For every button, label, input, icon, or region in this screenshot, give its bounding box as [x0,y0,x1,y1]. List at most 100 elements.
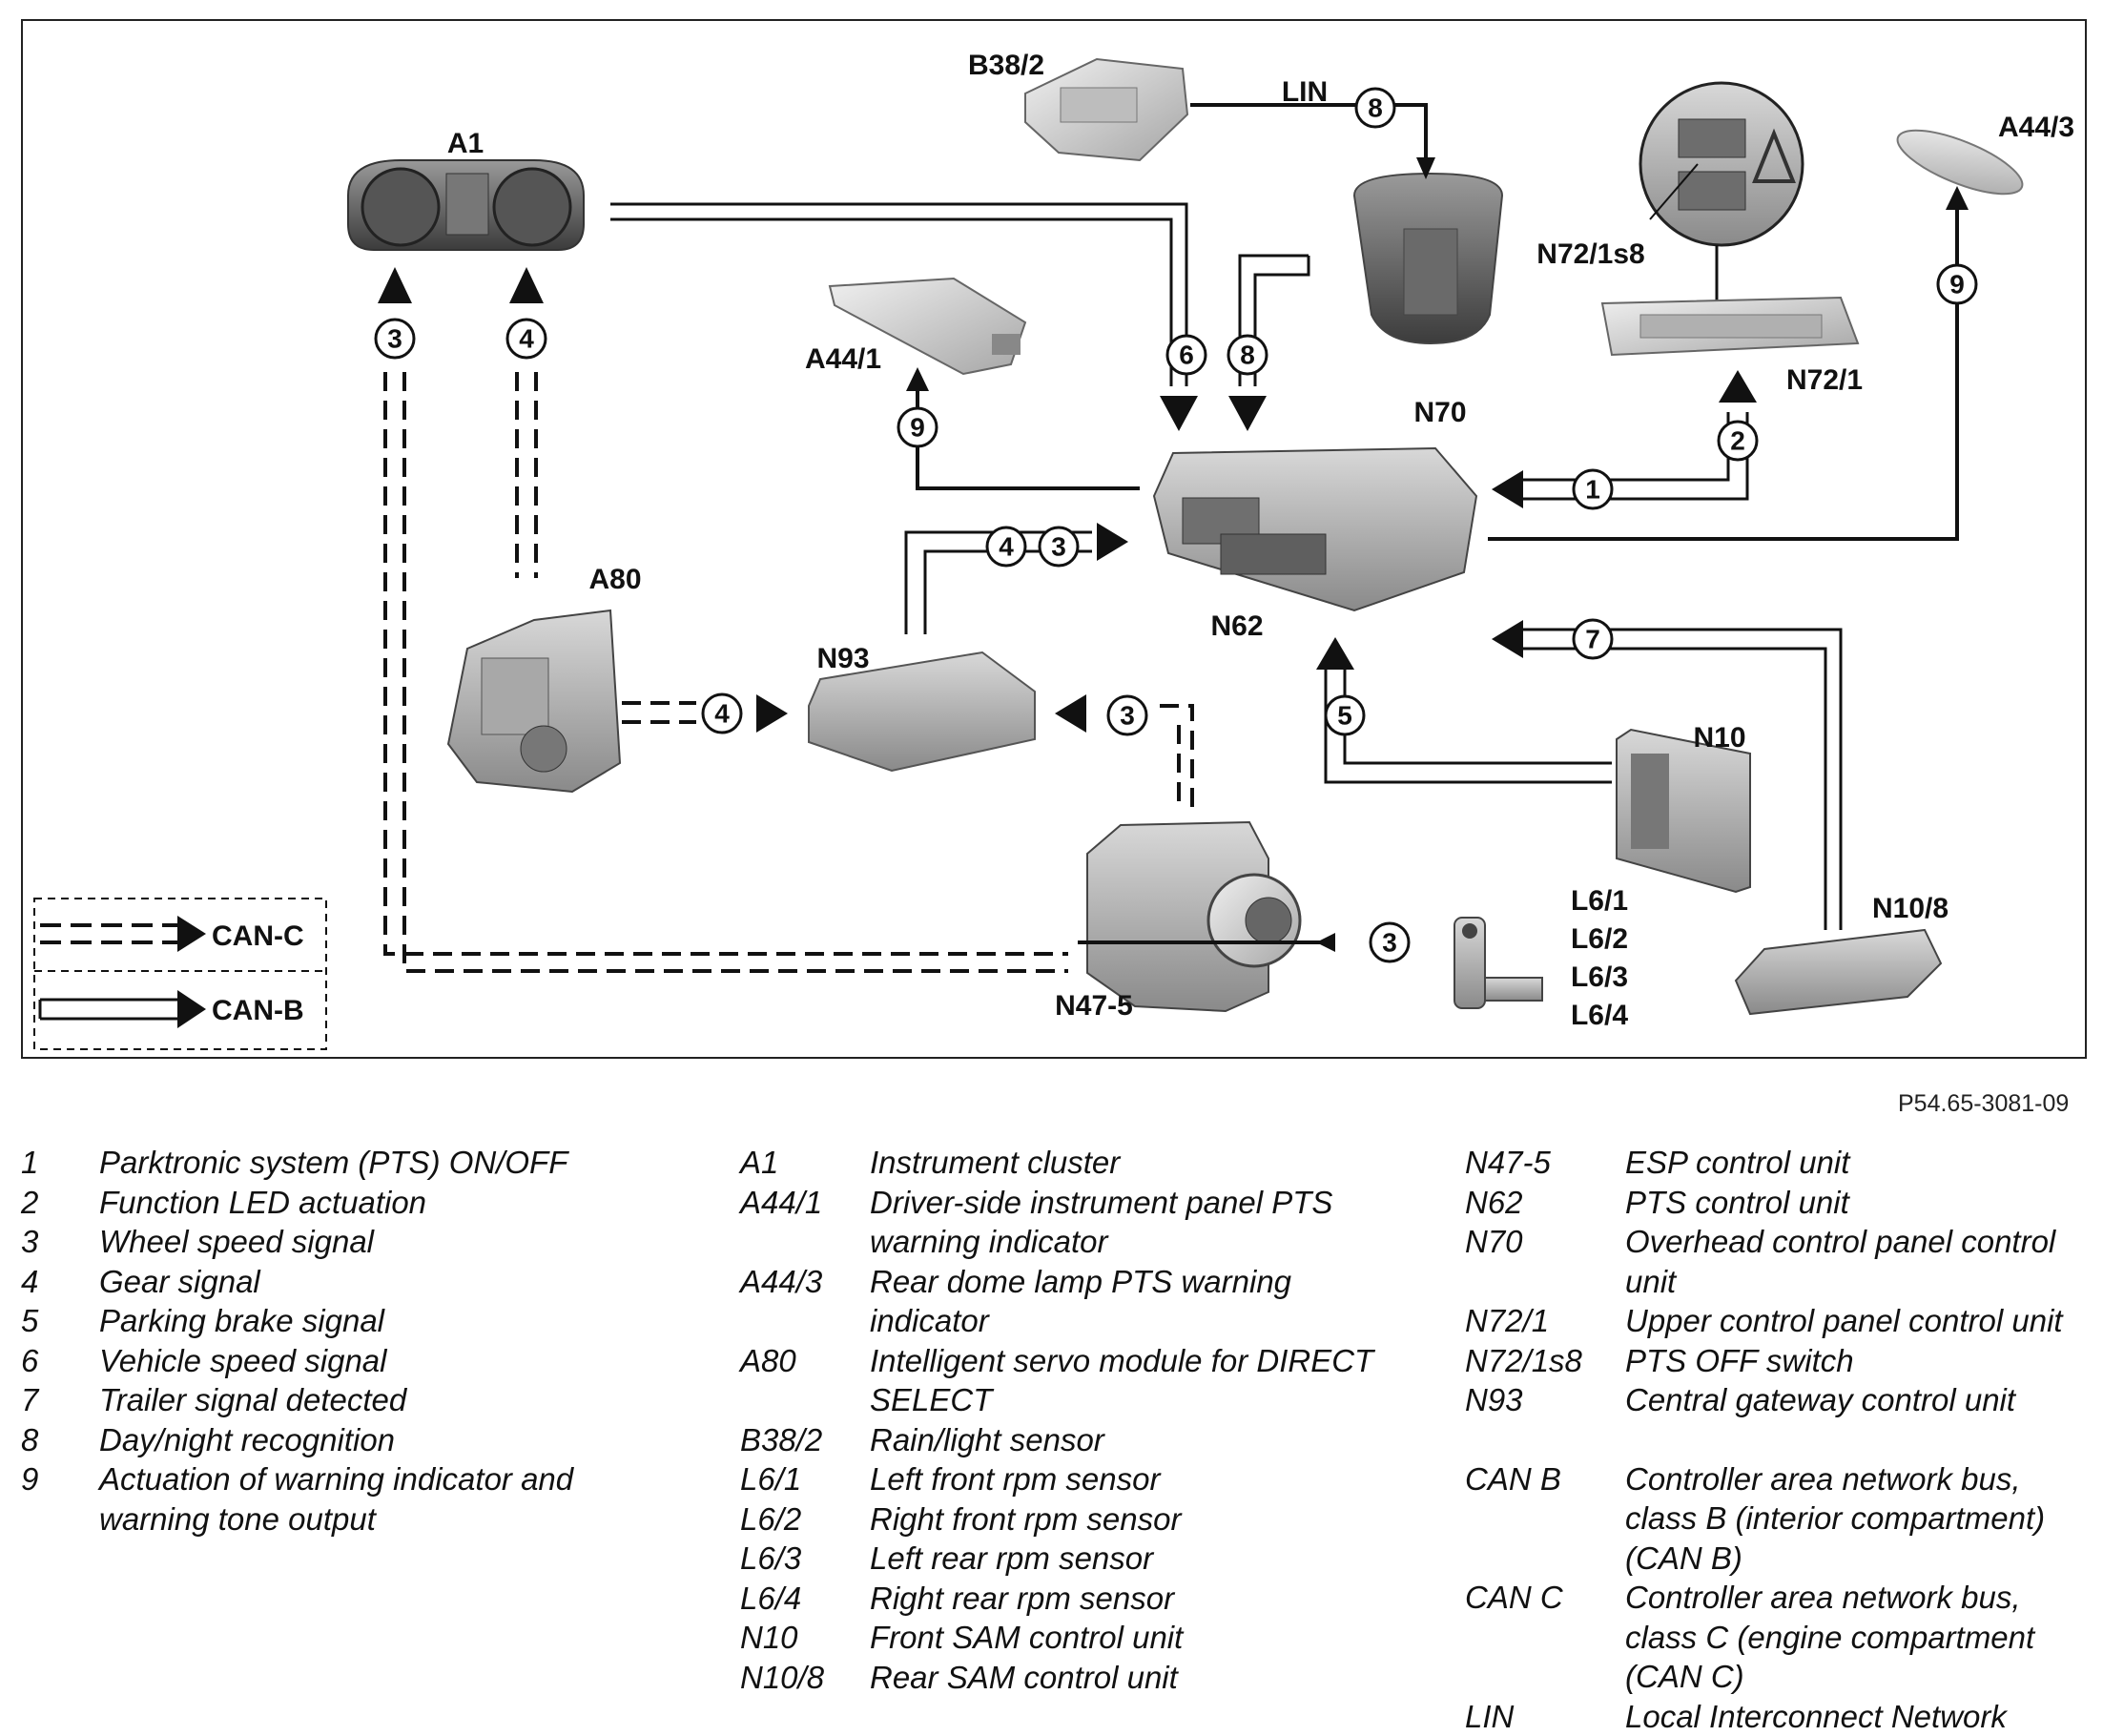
key-description: Driver-side instrument panel PTS warning… [870,1183,1408,1262]
key-code: N70 [1465,1222,1625,1301]
key-description: Trailer signal detected [99,1380,689,1420]
key-code: 5 [21,1301,99,1341]
signal-number: 9 [1949,270,1965,300]
key-code: 2 [21,1183,99,1223]
key-code: N93 [1465,1380,1625,1420]
label-a44-1: A44/1 [805,343,881,375]
label-n10: N10 [1693,722,1745,754]
label-l6-2: L6/2 [1571,923,1628,955]
key-code: 7 [21,1380,99,1420]
key-code: 9 [21,1459,99,1539]
signal-number: 8 [1368,93,1383,123]
key-description: Rear dome lamp PTS warning indicator [870,1262,1408,1341]
label-n72-1: N72/1 [1786,364,1863,396]
key-code: N47-5 [1465,1143,1625,1183]
key-description: Left front rpm sensor [870,1459,1408,1499]
label-l6-3: L6/3 [1571,961,1628,993]
signal-number: 3 [1120,701,1135,731]
rear-sam-control-unit-n10-8 [1736,930,1941,1014]
key-code: 6 [21,1341,99,1381]
key-code: N62 [1465,1183,1625,1223]
key-description: Front SAM control unit [870,1618,1408,1658]
label-a1: A1 [447,128,484,159]
pts-off-switch-callout [1640,83,1803,305]
instrument-cluster-a1 [348,160,584,250]
key-description: Overhead control panel control unit [1625,1222,2094,1301]
wiring-diagram: 3 4 8 6 8 9 2 1 9 4 3 7 5 4 3 3 A1 B38/2… [0,0,2103,1078]
key-code: 3 [21,1222,99,1262]
key-code: CAN B [1465,1459,1625,1579]
key-description: Rear SAM control unit [870,1658,1408,1698]
key-description: Intelligent servo module for DIRECT SELE… [870,1341,1408,1420]
key-spacer [1465,1420,2094,1459]
key-code: 1 [21,1143,99,1183]
key-code: N72/1s8 [1465,1341,1625,1381]
rpm-sensor-l6 [1454,918,1542,1008]
label-a44-3: A44/3 [1998,112,2074,143]
figure-reference-code: P54.65-3081-09 [1898,1090,2069,1118]
key-description: Controller area network bus, class C (en… [1625,1578,2094,1697]
signal-number: 9 [910,413,925,443]
signal-number: 7 [1585,625,1600,654]
key-description: ESP control unit [1625,1143,2094,1183]
key-code: N10/8 [740,1658,870,1698]
label-n10-8: N10/8 [1872,893,1948,924]
key-code: L6/4 [740,1579,870,1619]
key-description: Wheel speed signal [99,1222,689,1262]
key-code: 8 [21,1420,99,1460]
key-description: PTS control unit [1625,1183,2094,1223]
key-code: N10 [740,1618,870,1658]
overhead-control-panel-n70 [1354,174,1502,343]
rain-light-sensor-b38-2 [1025,59,1187,160]
key-code: A1 [740,1143,870,1183]
key-description: Controller area network bus, class B (in… [1625,1459,2094,1579]
label-n93: N93 [816,643,869,674]
signal-number: 4 [999,532,1014,562]
key-description: PTS OFF switch [1625,1341,2094,1381]
key-description: Function LED actuation [99,1183,689,1223]
key-description: Central gateway control unit [1625,1380,2094,1420]
key-description: Actuation of warning indicator and warni… [99,1459,689,1539]
label-b38-2: B38/2 [968,50,1044,81]
key-code: A80 [740,1341,870,1420]
label-n72-1s8: N72/1s8 [1536,238,1644,270]
upper-control-panel-n72-1 [1602,298,1858,355]
key-code: B38/2 [740,1420,870,1460]
label-n62: N62 [1210,610,1263,642]
signal-number: 1 [1585,475,1600,505]
label-l6-4: L6/4 [1571,1000,1628,1031]
key-description: Local Interconnect Network [1625,1697,2094,1736]
key-code: N72/1 [1465,1301,1625,1341]
key-description: Instrument cluster [870,1143,1408,1183]
signal-number: 4 [714,699,730,729]
signal-number: 6 [1179,341,1194,370]
legend-can-c: CAN-C [212,920,304,952]
key-code: 4 [21,1262,99,1302]
key-description: Rain/light sensor [870,1420,1408,1460]
label-a80: A80 [588,564,641,595]
key-description: Upper control panel control unit [1625,1301,2094,1341]
key-description: Parking brake signal [99,1301,689,1341]
